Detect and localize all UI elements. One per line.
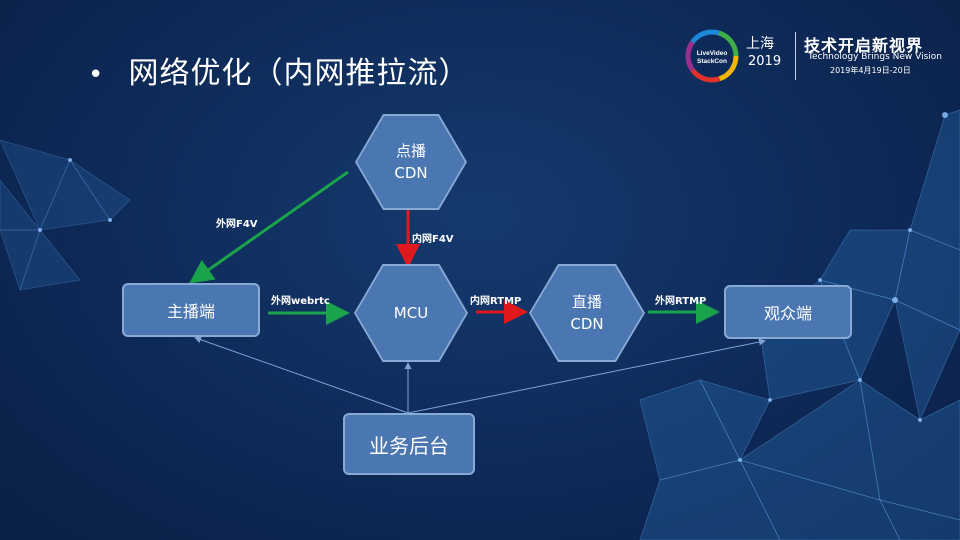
node-live-cdn: 直播 CDN (531, 266, 643, 360)
logo-city: 上海 (746, 36, 774, 52)
node-backend-label: 业务后台 (369, 433, 449, 458)
edge-label-live-to-viewer: 外网RTMP (655, 296, 707, 307)
edge-backend-to-viewer (407, 338, 766, 414)
logo-separator (795, 32, 796, 80)
title-text: 网络优化（内网推拉流） (128, 56, 470, 91)
node-mcu-label: MCU (393, 304, 429, 322)
logo-tagline-en: Technology Brings New Vision (808, 52, 942, 62)
logo-dates: 2019年4月19日-20日 (830, 66, 911, 75)
edge-vod-to-anchor (189, 170, 349, 284)
node-anchor-label: 主播端 (166, 302, 215, 321)
svg-text:StackCon: StackCon (697, 58, 727, 65)
node-vod-cdn-line1: 点播 (395, 142, 426, 160)
node-anchor: 主播端 (122, 283, 260, 337)
svg-text:LiveVideo: LiveVideo (697, 50, 728, 57)
node-mcu: MCU (356, 266, 466, 360)
edge-label-mcu-to-live: 内网RTMP (470, 296, 522, 307)
node-vod-cdn-line2: CDN (394, 164, 428, 182)
conference-logo: LiveVideo StackCon 上海 2019 技术开启新视界 Techn… (684, 28, 944, 88)
edge-label-vod-to-anchor: 外网F4V (216, 219, 258, 230)
title-bullet: • (88, 60, 105, 90)
edge-backend-to-anchor (194, 336, 409, 414)
node-viewer-label: 观众端 (763, 304, 812, 323)
logo-year: 2019 (748, 54, 782, 69)
node-live-cdn-line1: 直播 (571, 293, 602, 311)
node-backend: 业务后台 (343, 413, 475, 475)
logo-ring-icon: LiveVideo StackCon (685, 29, 739, 83)
logo-tagline: 技术开启新视界 (804, 36, 924, 55)
slide-title: • 网络优化（内网推拉流） (88, 48, 470, 92)
edge-label-vod-to-mcu: 内网F4V (412, 234, 454, 245)
node-viewer: 观众端 (724, 285, 852, 339)
node-live-cdn-line2: CDN (570, 315, 604, 333)
edge-label-anchor-to-mcu: 外网webrtc (271, 296, 330, 307)
